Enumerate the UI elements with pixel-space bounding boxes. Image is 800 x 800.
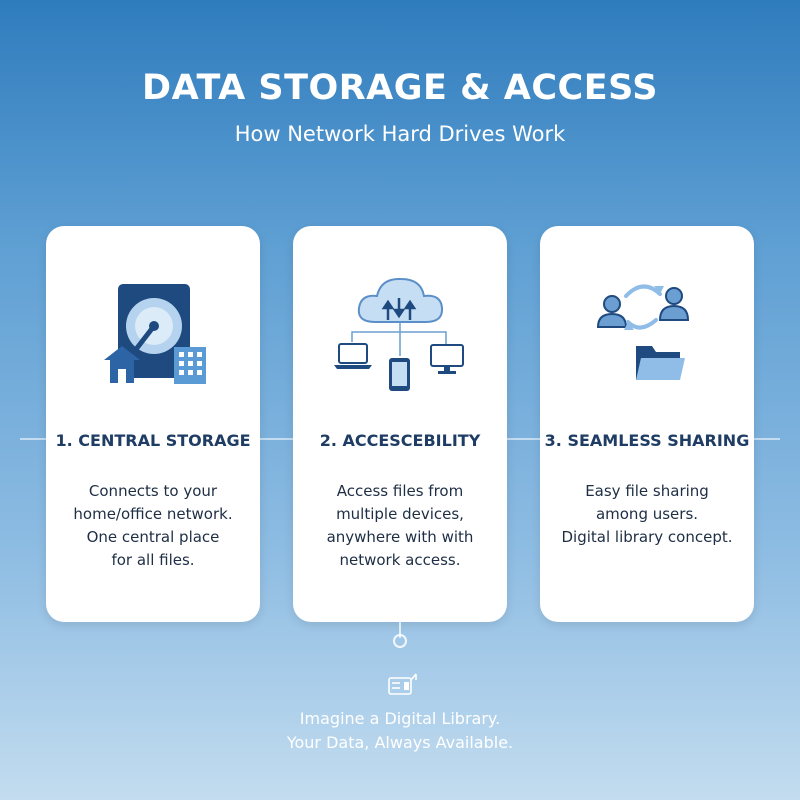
folder-icon bbox=[636, 346, 685, 380]
card-central-storage: 1. CENTRAL STORAGE Connects to your home… bbox=[46, 226, 260, 622]
house-icon bbox=[104, 346, 140, 383]
user-icon bbox=[658, 287, 690, 321]
card-description: Connects to your home/office network. On… bbox=[73, 482, 233, 569]
card-title: 2. ACCESCEBILITY bbox=[319, 431, 481, 450]
card-description: Easy file sharing among users. Digital l… bbox=[561, 482, 733, 546]
card-accessibility: 2. ACCESCEBILITY Access files from multi… bbox=[293, 226, 507, 622]
footer-line-2: Your Data, Always Available. bbox=[286, 733, 514, 752]
user-icon bbox=[596, 295, 628, 328]
card-seamless-sharing: 3. SEAMLESS SHARING Easy file sharing am… bbox=[540, 226, 754, 622]
monitor-icon bbox=[430, 344, 464, 374]
building-icon bbox=[174, 347, 206, 384]
phone-icon bbox=[389, 358, 410, 391]
card-title: 3. SEAMLESS SHARING bbox=[544, 431, 750, 450]
file-sharing-icon bbox=[596, 284, 690, 380]
hard-drive-icon bbox=[104, 284, 206, 384]
connector-node bbox=[393, 634, 407, 648]
page-subtitle: How Network Hard Drives Work bbox=[234, 122, 566, 146]
cloud-network-icon bbox=[334, 277, 464, 391]
footer-connector bbox=[399, 620, 401, 638]
card-title: 1. CENTRAL STORAGE bbox=[55, 431, 251, 450]
page-title: DATA STORAGE & ACCESS bbox=[142, 68, 658, 108]
card-description: Access files from multiple devices, anyw… bbox=[326, 482, 474, 569]
digital-library-icon bbox=[388, 673, 417, 695]
sync-arrows-icon bbox=[624, 284, 662, 330]
laptop-icon bbox=[334, 343, 372, 369]
footer-line-1: Imagine a Digital Library. bbox=[299, 709, 501, 728]
